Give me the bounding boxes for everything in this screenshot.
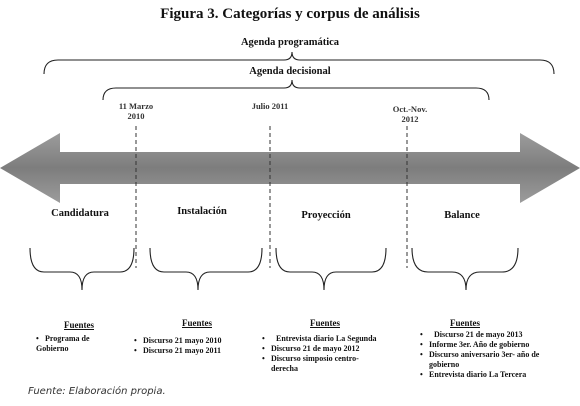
source-item: Informe 3er. Año de gobierno	[420, 340, 539, 350]
source-item: Discurso simposio centro-	[262, 354, 377, 364]
agenda-programatica-label: Agenda programática	[240, 37, 340, 48]
source-item: Discurso 21 de mayo 2013	[420, 330, 539, 340]
date-label-line1: Oct.-Nov.	[392, 104, 428, 114]
timeline-arrow	[0, 133, 580, 203]
fuentes-heading-balance: Fuentes	[450, 318, 480, 328]
stage-brace-candidatura	[29, 247, 135, 291]
sources-balance: Discurso 21 de mayo 2013 Informe 3er. Añ…	[420, 330, 539, 380]
date-label-line1: Julio 2011	[251, 101, 289, 111]
source-item: Discurso aniversario 3er- año de	[420, 350, 539, 360]
stage-brace-instalacion	[149, 247, 263, 291]
sources-instalacion: Discurso 21 mayo 2010 Discurso 21 mayo 2…	[134, 336, 221, 356]
stage-brace-proyeccion	[275, 247, 387, 291]
sources-candidatura: Programa de Gobierno	[36, 334, 90, 354]
source-item: Discurso 21 mayo 2011	[134, 346, 221, 356]
date-label-2010: 11 Marzo 2010	[106, 101, 166, 121]
stage-brace-balance	[411, 247, 519, 291]
agenda-decisional-brace	[102, 79, 490, 101]
fuentes-heading-instalacion: Fuentes	[182, 318, 212, 328]
source-item: Programa de	[36, 334, 90, 344]
stage-label-proyeccion: Proyección	[301, 210, 351, 221]
sources-proyeccion: Entrevista diario La Segunda Discurso 21…	[262, 334, 377, 374]
source-item: Entrevista diario La Tercera	[420, 370, 539, 380]
date-label-line2: 2010	[127, 111, 145, 121]
date-label-line1: 11 Marzo	[118, 101, 154, 111]
stage-label-candidatura: Candidatura	[51, 208, 109, 219]
date-label-2012: Oct.-Nov. 2012	[380, 104, 440, 124]
stage-label-balance: Balance	[444, 210, 480, 221]
agenda-decisional-label: Agenda decisional	[249, 66, 331, 77]
figure-title: Figura 3. Categorías y corpus de análisi…	[160, 6, 420, 22]
source-item-continued: derecha	[271, 364, 298, 373]
date-label-line2: 2012	[401, 114, 419, 124]
source-item-continued: gobierno	[429, 360, 460, 369]
source-item: Discurso 21 mayo 2010	[134, 336, 221, 346]
fuentes-heading-candidatura: Fuentes	[64, 320, 94, 330]
source-item: Discurso 21 de mayo 2012	[262, 344, 377, 354]
source-item-continued: Gobierno	[36, 344, 69, 353]
fuentes-heading-proyeccion: Fuentes	[310, 318, 340, 328]
agenda-programatica-brace	[43, 51, 555, 75]
stage-label-instalacion: Instalación	[177, 206, 227, 217]
figure-footnote: Fuente: Elaboración propia.	[28, 386, 166, 397]
source-item: Entrevista diario La Segunda	[262, 334, 377, 344]
date-label-2011: Julio 2011	[238, 101, 302, 111]
